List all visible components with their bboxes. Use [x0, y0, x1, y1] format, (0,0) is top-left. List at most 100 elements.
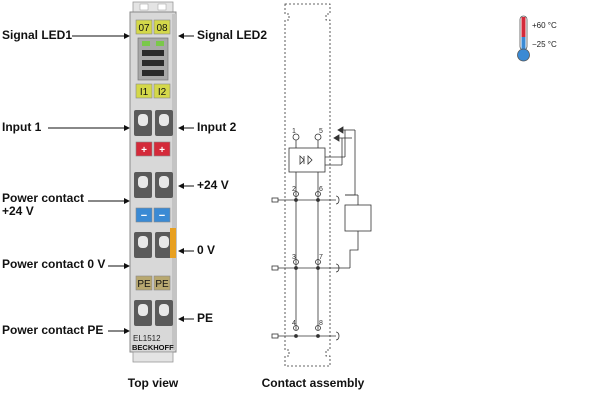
clip-notch	[139, 3, 149, 11]
terminal-bottom-clip	[132, 351, 174, 363]
led-label-1: 07	[138, 23, 150, 34]
optocoupler-box	[288, 147, 326, 173]
arrow-head	[124, 198, 130, 204]
pe-label-1-tag	[135, 275, 153, 291]
signal-wire	[349, 231, 359, 268]
pin-4	[293, 325, 299, 331]
arrow-head	[178, 316, 184, 322]
input-label-1-tag	[135, 83, 153, 99]
label-signal-led1: Signal LED1	[2, 28, 72, 42]
led-slot	[142, 50, 164, 56]
arrow-head	[178, 248, 184, 254]
label-power-contact-24v-line2: +24 V	[2, 204, 34, 218]
pin-number-8: 8	[319, 320, 323, 327]
plus-label-1: +	[141, 145, 147, 156]
plus-label-1-tag	[135, 141, 153, 157]
label-input1: Input 1	[2, 120, 42, 134]
pe-label-2: PE	[155, 279, 169, 290]
label-plus24v: +24 V	[197, 178, 229, 192]
minus-label-1: −	[141, 210, 147, 222]
led-slot	[142, 70, 164, 76]
signal-wire	[345, 130, 356, 196]
junction	[316, 334, 320, 338]
pin-6	[315, 191, 321, 197]
plus-label-2: +	[159, 145, 165, 156]
pin-7	[315, 259, 321, 265]
thermometer-blue-fill	[521, 37, 526, 50]
bus-contact	[335, 195, 340, 205]
minus-label-2-tag	[153, 207, 171, 223]
led-label-1-tag	[135, 19, 153, 35]
label-signal-led2: Signal LED2	[197, 28, 267, 42]
spring-slot	[138, 236, 148, 248]
junction	[294, 198, 298, 202]
input-label-2: I2	[158, 87, 167, 98]
input1-spring-slot	[138, 114, 148, 126]
diode-symbol	[299, 155, 305, 165]
pin-number-7: 7	[319, 254, 323, 261]
signal-led1-indicator	[142, 41, 150, 46]
bus-terminal	[271, 197, 279, 203]
input2-spring-slot	[159, 114, 169, 126]
bus-terminal	[271, 265, 279, 271]
led-label-2: 08	[156, 23, 168, 34]
temp-max-label: +60 °C	[532, 21, 557, 30]
pin-number-5: 5	[319, 128, 323, 135]
brand-label: BECKHOFF	[132, 343, 174, 352]
thermometer-red-fill	[521, 17, 526, 37]
pe-label-2-tag	[153, 275, 171, 291]
load-box	[344, 204, 372, 232]
terminal-side-rib	[172, 14, 176, 350]
label-input2: Input 2	[197, 120, 237, 134]
caption-top-view: Top view	[128, 376, 179, 390]
input-label-2-tag	[153, 83, 171, 99]
thermometer-bulb	[517, 48, 530, 62]
spring-slot	[138, 176, 148, 188]
junction	[294, 266, 298, 270]
thermometer-icon	[517, 15, 530, 62]
label-power-contact-0v: Power contact 0 V	[2, 257, 105, 271]
orange-power-contact	[170, 228, 176, 258]
arrow-head	[178, 33, 184, 39]
terminal-module: 07 08 I1 I2 + + − −	[129, 1, 177, 363]
arrow-head	[124, 125, 130, 131]
temp-min-label: −25 °C	[532, 40, 557, 49]
label-0v: 0 V	[197, 243, 215, 257]
minus-label-1-tag	[135, 207, 153, 223]
junction	[294, 334, 298, 338]
arrow-head	[124, 263, 130, 269]
input-label-1: I1	[140, 87, 149, 98]
spring-slot	[159, 304, 169, 316]
model-label: EL1512	[133, 334, 161, 343]
label-power-contact-24v-line1: Power contact	[2, 191, 84, 205]
spring-slot	[159, 176, 169, 188]
plus-label-2-tag	[153, 141, 171, 157]
arrow-head	[178, 125, 184, 131]
bus-contact	[335, 331, 340, 341]
arrow-head	[333, 134, 340, 142]
spring-slot	[159, 236, 169, 248]
junction	[316, 266, 320, 270]
led-slot	[142, 60, 164, 66]
pin-2	[293, 191, 299, 197]
pin-number-2: 2	[292, 186, 296, 193]
pin-number-1: 1	[292, 128, 296, 135]
pin-number-6: 6	[319, 186, 323, 193]
bus-terminal	[271, 333, 279, 339]
diode-symbol	[307, 155, 313, 165]
pin-number-4: 4	[292, 320, 296, 327]
pin-8	[315, 325, 321, 331]
terminal-top-clip	[132, 1, 174, 13]
minus-label-2: −	[159, 210, 165, 222]
label-pe: PE	[197, 311, 213, 325]
arrow-head	[124, 33, 130, 39]
arrow-head	[337, 126, 344, 134]
signal-led2-indicator	[156, 41, 164, 46]
pin-number-3: 3	[292, 254, 296, 261]
clip-notch	[157, 3, 167, 11]
pe-label-1: PE	[137, 279, 151, 290]
housing-outline	[284, 3, 331, 367]
junction	[316, 198, 320, 202]
caption-contact-assembly: Contact assembly	[262, 376, 365, 390]
